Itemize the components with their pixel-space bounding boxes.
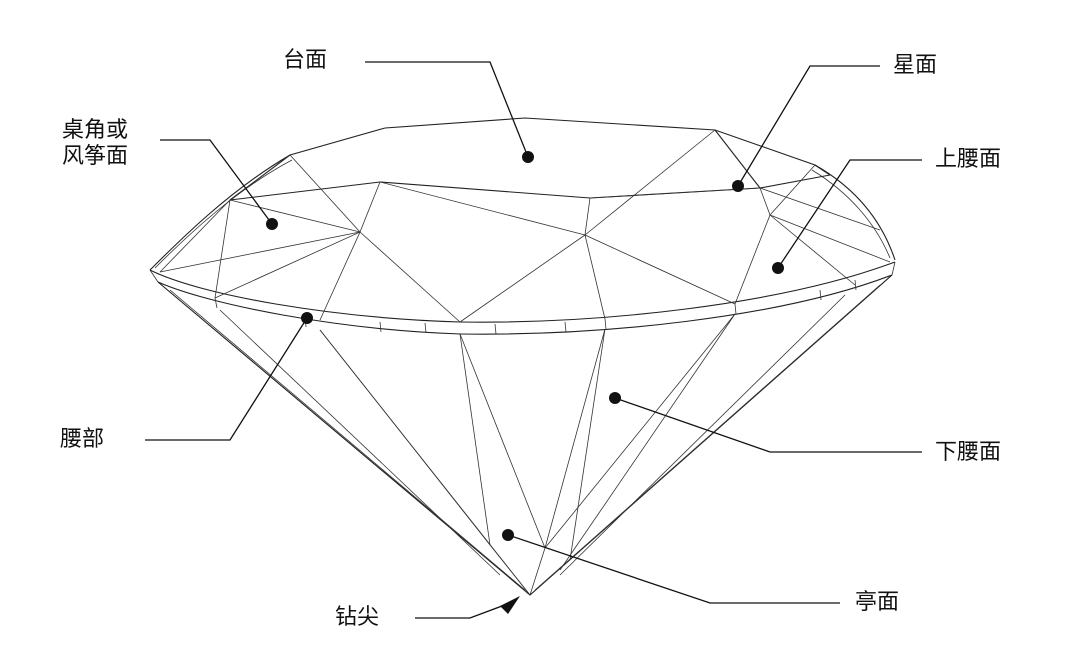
leader-kite: [160, 139, 273, 225]
leader-star: [737, 65, 880, 187]
label-kite: 桌角或 风筝面: [62, 118, 152, 170]
leader-lower-girdle: [614, 397, 922, 453]
dot-lower-girdle: [609, 392, 621, 404]
culet-arrowhead: [500, 596, 520, 614]
label-kite-line2: 风筝面: [62, 144, 129, 169]
leader-table: [365, 61, 529, 158]
dot-upper-girdle: [772, 262, 784, 274]
crown-facets: [159, 129, 891, 323]
facet-dots: [266, 151, 784, 541]
crown-outline: [149, 117, 896, 271]
label-culet: 钻尖: [335, 605, 380, 630]
label-upper-girdle: 上腰面: [935, 147, 1002, 172]
leader-pavilion: [507, 534, 840, 604]
girdle-band: [149, 261, 896, 335]
leader-culet: [415, 602, 511, 619]
label-table: 台面: [283, 48, 328, 73]
leader-lines: [145, 61, 922, 619]
pavilion-facets: [157, 274, 893, 596]
leader-girdle: [145, 317, 308, 441]
dot-table: [522, 151, 534, 163]
dot-kite: [266, 218, 278, 230]
label-kite-line1: 桌角或: [62, 118, 129, 143]
label-lower-girdle: 下腰面: [935, 440, 1002, 465]
label-pavilion: 亭面: [855, 590, 900, 615]
dot-girdle: [301, 312, 313, 324]
label-star: 星面: [893, 53, 938, 78]
dot-pavilion: [502, 529, 514, 541]
dot-star: [732, 180, 744, 192]
leader-upper-girdle: [777, 159, 922, 269]
label-girdle: 腰部: [60, 427, 105, 452]
